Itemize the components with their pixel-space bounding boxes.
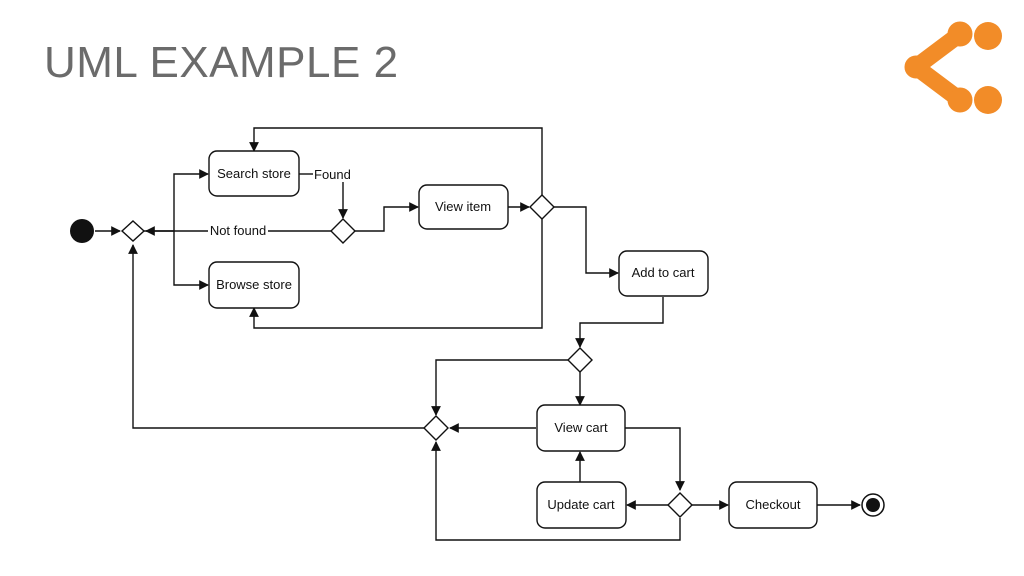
activity-update-cart (536, 481, 627, 529)
activity-search-store (208, 150, 300, 197)
activity-add-to-cart (618, 250, 709, 297)
slide-title: UML EXAMPLE 2 (44, 38, 399, 87)
label-add-to-cart: Add to cart (632, 265, 695, 280)
edge-decision2-to-browse (249, 219, 543, 329)
edge-label-not-found: Not found (210, 223, 266, 238)
edge-label-found: Found (314, 167, 351, 182)
label-update-cart: Update cart (547, 497, 615, 512)
edge-merge-to-browse (173, 231, 209, 290)
orange-nodes-logo (904, 21, 1002, 114)
edge-decision-to-viewitem (355, 202, 419, 232)
decision-diamond-viewitem (529, 194, 555, 220)
edges (95, 127, 861, 541)
activity-view-cart (536, 404, 626, 452)
merge-diamond-cart (567, 347, 593, 373)
edge-decision2-to-search (249, 127, 543, 195)
merge-diamond-start (120, 220, 146, 242)
initial-node (70, 219, 94, 243)
edge-merge2-to-merge1 (128, 244, 424, 429)
decision-diamond-checkout (667, 492, 693, 518)
label-browse-store: Browse store (216, 277, 292, 292)
label-view-item: View item (435, 199, 491, 214)
label-search-store: Search store (217, 166, 291, 181)
edge-decision2-to-addcart (554, 206, 619, 278)
activity-browse-store (208, 261, 300, 309)
edge-decision3-to-merge2 (431, 359, 568, 416)
merge-diamond-left (423, 415, 449, 441)
final-node (861, 493, 885, 517)
edge-addcart-to-decision3 (575, 297, 664, 348)
decision-diamond-found (330, 218, 356, 244)
decision-nodes (120, 194, 693, 518)
label-view-cart: View cart (554, 420, 608, 435)
activity-view-item (418, 184, 509, 230)
edge-merge-to-search (144, 169, 209, 232)
edge-viewcart-to-decision4 (625, 427, 685, 491)
edge-decision4-to-merge2 (431, 441, 681, 541)
label-checkout: Checkout (746, 497, 801, 512)
activity-checkout (728, 481, 818, 529)
